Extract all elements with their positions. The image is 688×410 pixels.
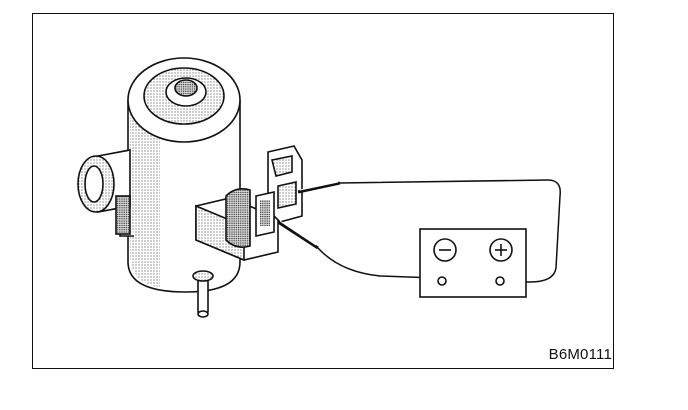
inlet-pipe: [77, 149, 131, 235]
motor-connector: [195, 145, 303, 262]
battery-negative-post: [437, 276, 447, 286]
washer-motor: [119, 57, 241, 293]
test-leads: [277, 179, 561, 283]
outlet-nozzle: [192, 270, 214, 318]
battery-positive-post: [495, 276, 505, 286]
figure-frame: [32, 13, 614, 369]
figure-code: B6M0111: [548, 346, 612, 363]
battery: [419, 228, 527, 298]
